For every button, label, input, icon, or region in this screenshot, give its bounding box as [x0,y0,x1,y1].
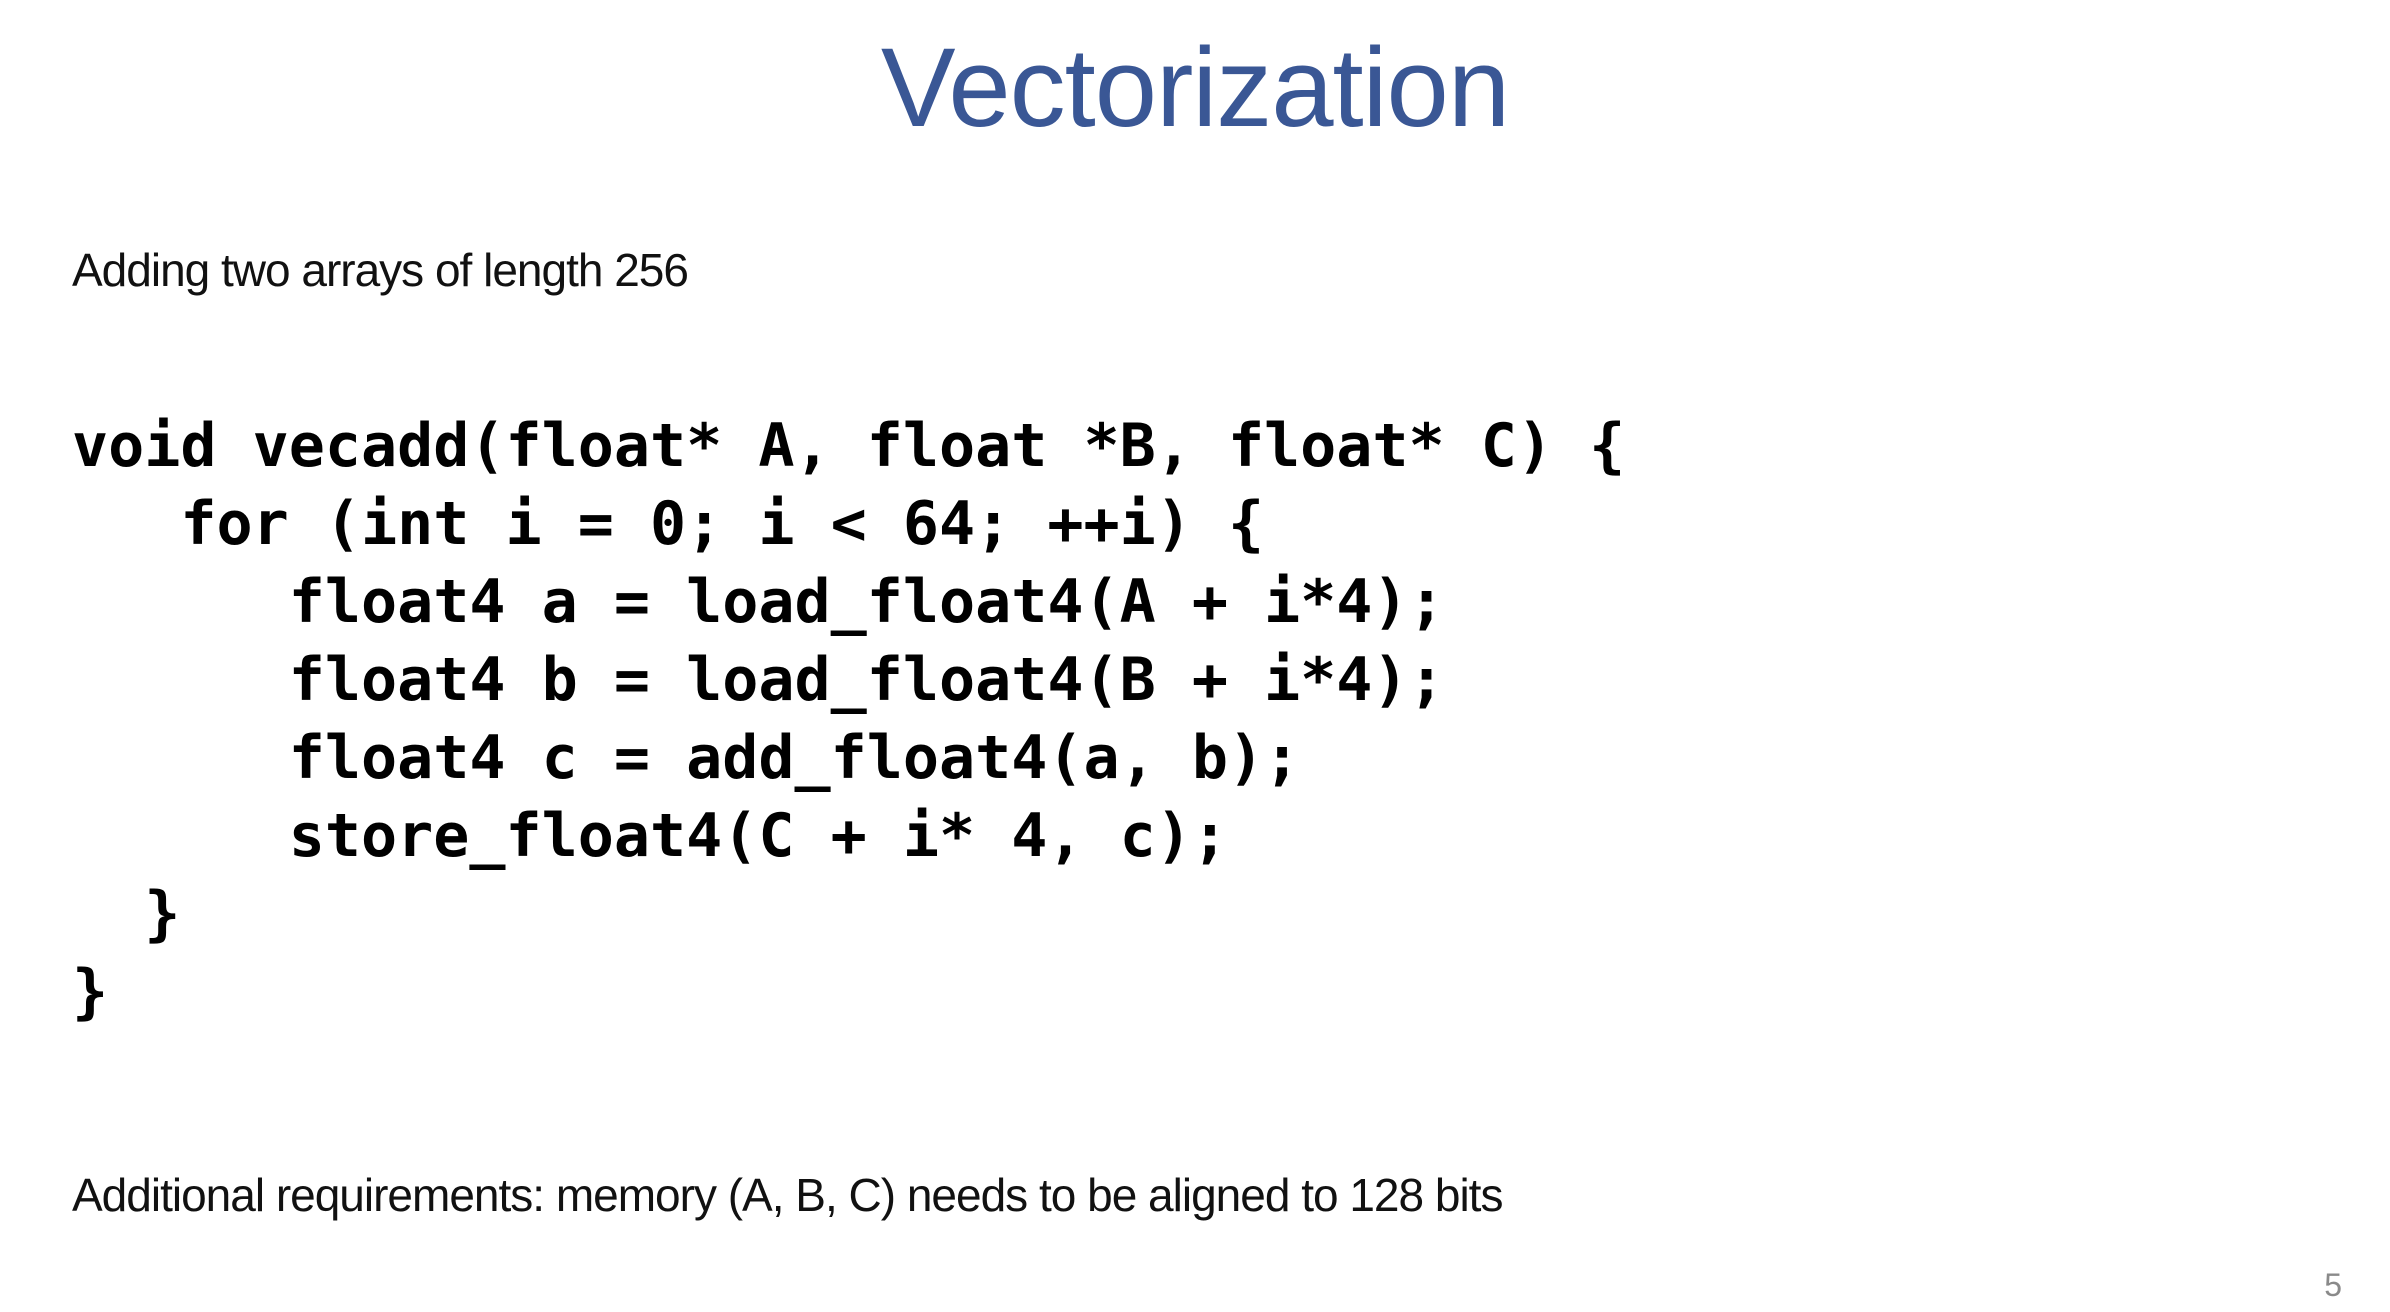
code-block: void vecadd(float* A, float *B, float* C… [72,407,1625,1031]
code-line-1: void vecadd(float* A, float *B, float* C… [72,411,1626,481]
code-line-6: store_float4(C + i* 4, c); [72,801,1228,871]
page-number: 5 [2324,1267,2342,1303]
code-line-5: float4 c = add_float4(a, b); [72,723,1301,793]
code-line-8: } [72,957,109,1027]
requirements-note: Additional requirements: memory (A, B, C… [72,1169,1503,1221]
slide-subtitle: Adding two arrays of length 256 [72,244,689,296]
code-line-3: float4 a = load_float4(A + i*4); [72,567,1445,637]
slide-title: Vectorization [880,25,1510,150]
code-line-2: for (int i = 0; i < 64; ++i) { [72,489,1265,559]
code-line-7: } [72,879,181,949]
code-line-4: float4 b = load_float4(B + i*4); [72,645,1445,715]
